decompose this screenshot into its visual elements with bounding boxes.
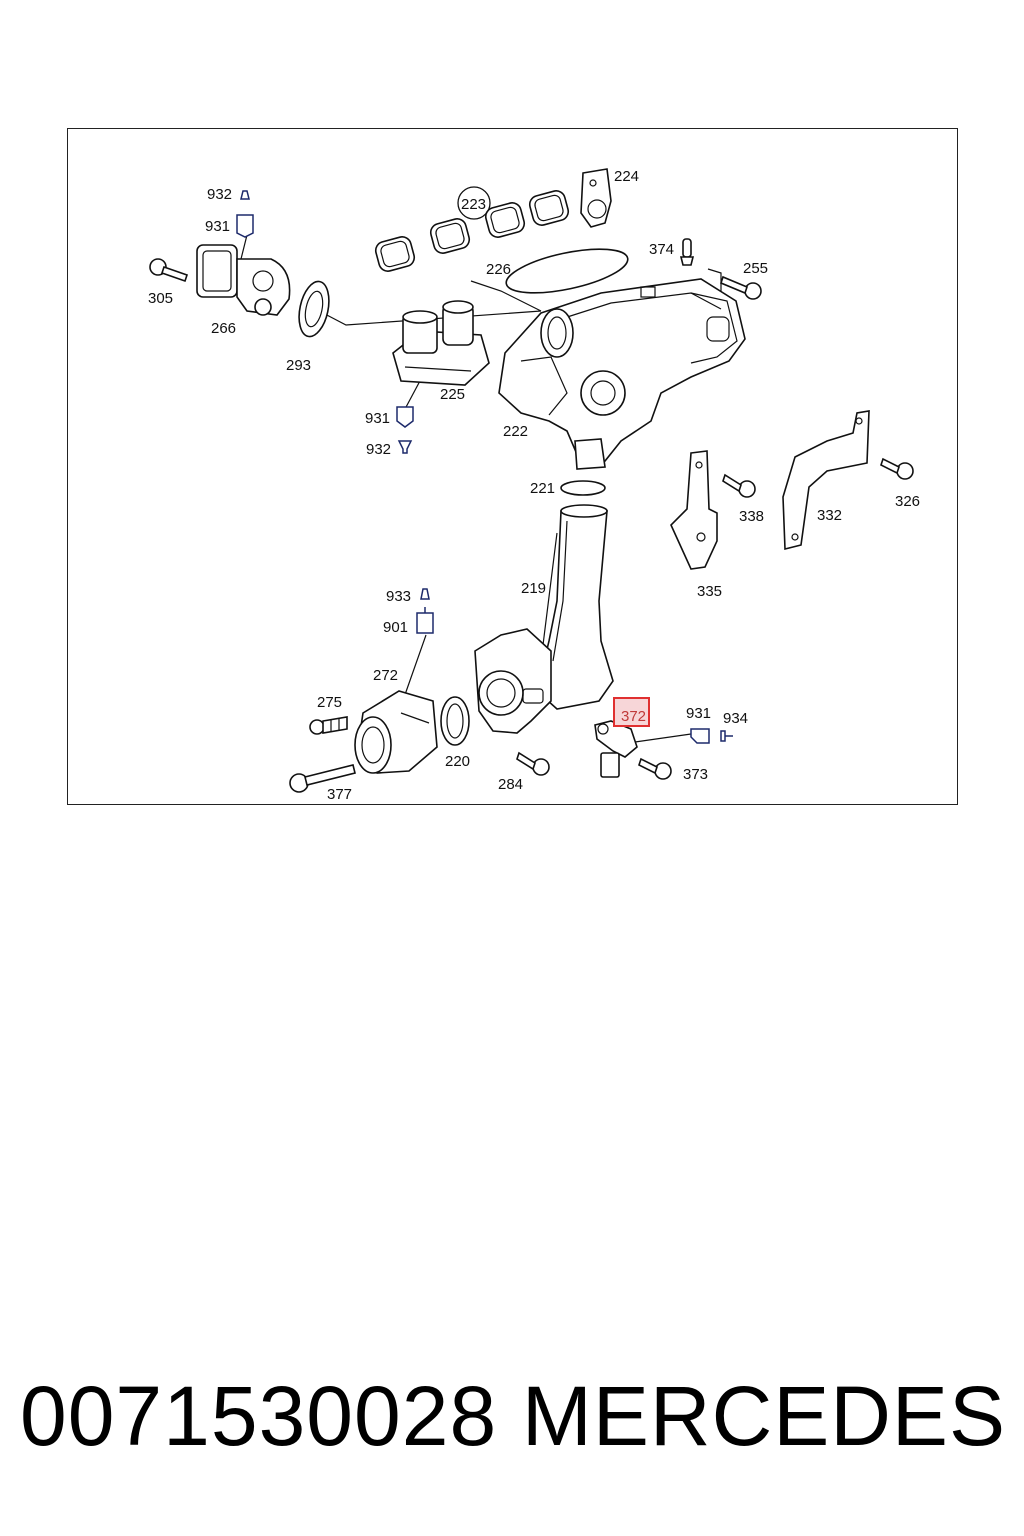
actuator-225[interactable] (392, 300, 490, 386)
bolt-326[interactable] (880, 457, 914, 480)
callout-932-top[interactable]: 932 (207, 186, 232, 203)
callout-305[interactable]: 305 (148, 290, 173, 307)
seal-ring-220[interactable] (440, 696, 470, 746)
brand-name: MERCEDES (521, 1369, 1006, 1463)
callout-338[interactable]: 338 (739, 508, 764, 525)
callout-225[interactable]: 225 (440, 386, 465, 403)
seal-ring-226[interactable] (503, 241, 632, 302)
callout-272[interactable]: 272 (373, 667, 398, 684)
callout-373[interactable]: 373 (683, 766, 708, 783)
callout-255[interactable]: 255 (743, 260, 768, 277)
callout-934[interactable]: 934 (723, 710, 748, 727)
bolt-284[interactable] (516, 751, 550, 776)
callout-374[interactable]: 374 (649, 241, 674, 258)
callout-labels: 932 931 305 266 293 223 224 226 374 255 … (148, 168, 920, 803)
callout-284[interactable]: 284 (498, 776, 523, 793)
gasket-293[interactable] (294, 279, 333, 340)
connector-931-right[interactable] (690, 728, 710, 744)
connector-931-mid[interactable] (396, 406, 414, 428)
connector-901[interactable] (416, 607, 434, 634)
throttle-housing[interactable] (474, 628, 552, 734)
bolt-255[interactable] (720, 275, 762, 300)
callout-931-mid[interactable]: 931 (365, 410, 390, 427)
callout-221[interactable]: 221 (530, 480, 555, 497)
callout-377[interactable]: 377 (327, 786, 352, 803)
callout-266[interactable]: 266 (211, 320, 236, 337)
connector-931-top[interactable] (236, 214, 254, 238)
sensor-374[interactable] (679, 238, 695, 266)
bracket-332[interactable] (782, 410, 870, 551)
bolt-338[interactable] (722, 473, 756, 498)
callout-335[interactable]: 335 (697, 583, 722, 600)
highlight-box-372 (613, 697, 650, 727)
callout-226[interactable]: 226 (486, 261, 511, 278)
bolt-305[interactable] (149, 258, 189, 283)
connector-934[interactable] (720, 730, 733, 742)
pipe-219[interactable] (536, 504, 614, 710)
callout-219[interactable]: 219 (521, 580, 546, 597)
callout-223[interactable]: 223 (461, 196, 486, 213)
throttle-body-272[interactable] (354, 690, 438, 774)
bracket-335[interactable] (670, 450, 718, 570)
connector-932-mid[interactable] (397, 440, 413, 454)
callout-222[interactable]: 222 (503, 423, 528, 440)
callout-275[interactable]: 275 (317, 694, 342, 711)
footer: 0071530028 MERCEDES (20, 1368, 1010, 1468)
callout-293[interactable]: 293 (286, 357, 311, 374)
callout-224[interactable]: 224 (614, 168, 639, 185)
connector-933[interactable] (420, 588, 430, 600)
part-number: 0071530028 (20, 1369, 498, 1463)
callout-372[interactable]: 372 (621, 708, 646, 725)
callout-933[interactable]: 933 (386, 588, 411, 605)
callout-901[interactable]: 901 (383, 619, 408, 636)
intake-module-222[interactable] (498, 278, 746, 470)
gasket-set-223[interactable] (374, 189, 571, 273)
callout-220[interactable]: 220 (445, 753, 470, 770)
callout-932-mid[interactable]: 932 (366, 441, 391, 458)
egr-valve-266[interactable] (196, 244, 291, 316)
callout-332[interactable]: 332 (817, 507, 842, 524)
callout-ring-223 (457, 186, 491, 220)
gasket-224[interactable] (580, 168, 612, 228)
connector-932-top[interactable] (240, 190, 250, 200)
seal-ring-221[interactable] (560, 480, 606, 496)
bolt-373[interactable] (638, 757, 672, 780)
callout-326[interactable]: 326 (895, 493, 920, 510)
sensor-372[interactable] (594, 720, 638, 778)
diagram-frame: 932 931 305 266 293 223 224 226 374 255 … (67, 128, 958, 805)
screw-275[interactable] (309, 716, 348, 735)
bolt-377[interactable] (289, 764, 356, 793)
callout-931-top[interactable]: 931 (205, 218, 230, 235)
callout-931-right[interactable]: 931 (686, 705, 711, 722)
parts-diagram: 932 931 305 266 293 223 224 226 374 255 … (148, 168, 920, 803)
